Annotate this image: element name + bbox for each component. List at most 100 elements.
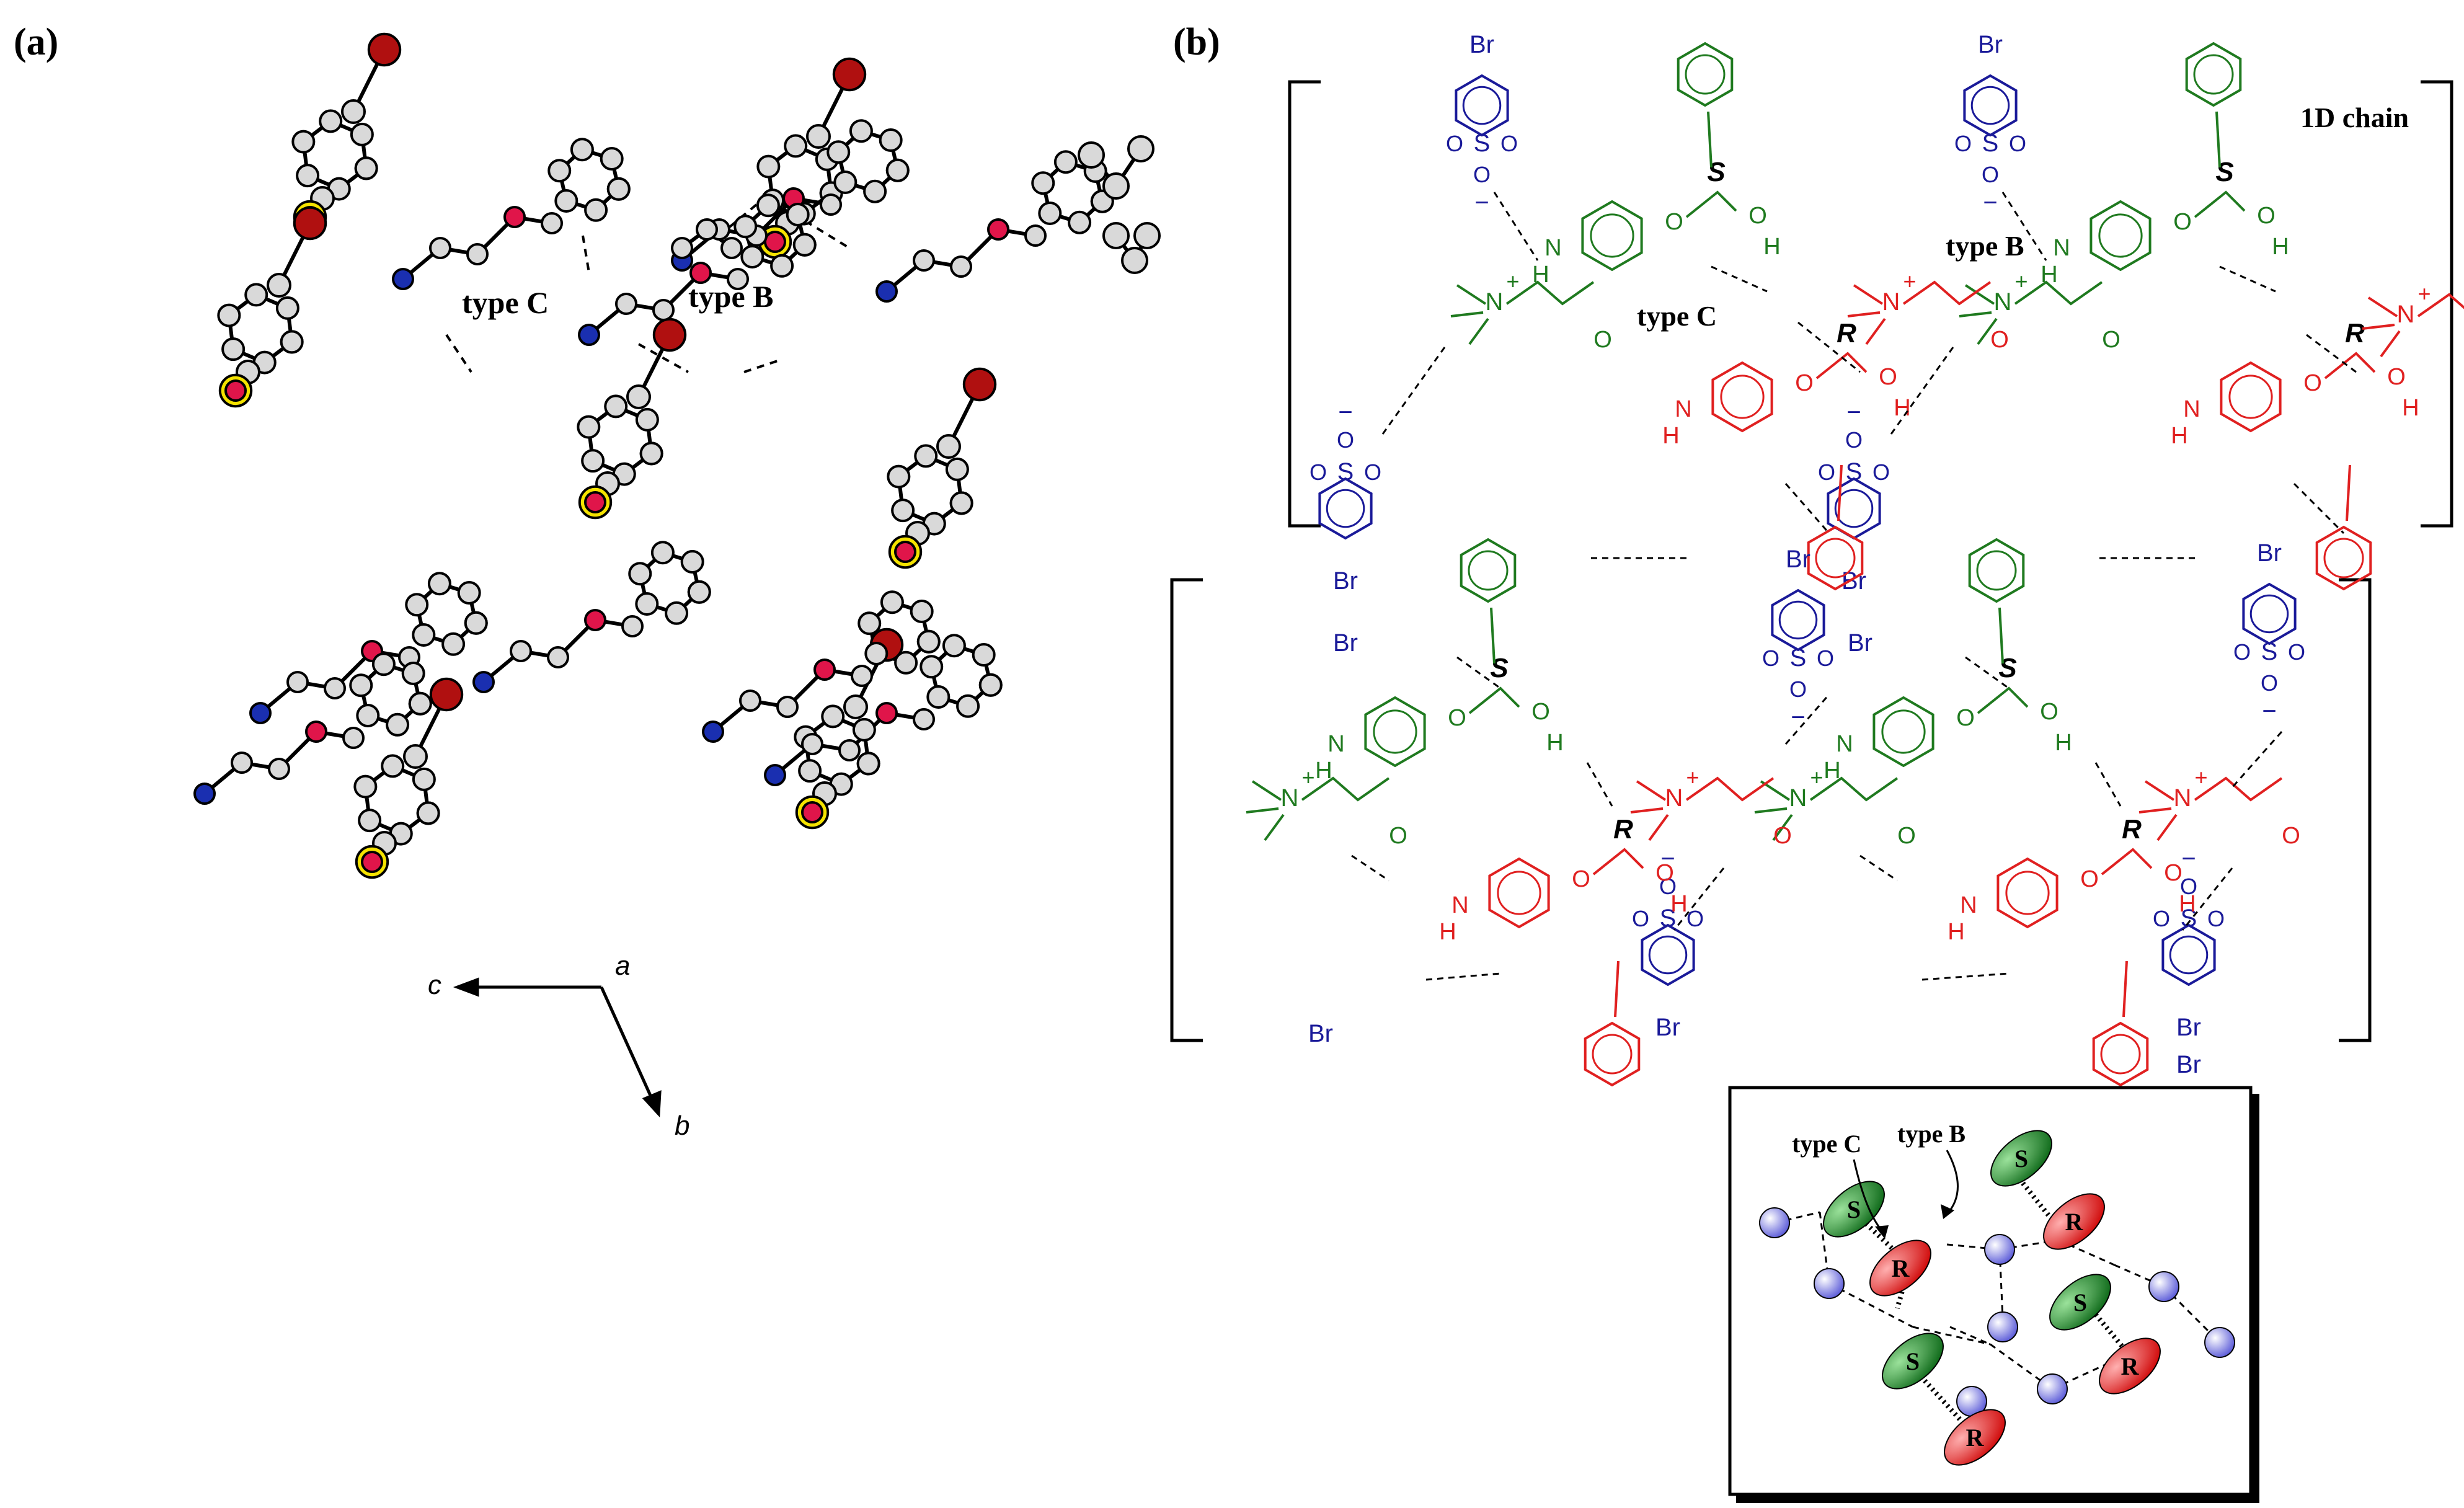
atom bbox=[910, 600, 934, 624]
bond bbox=[1450, 311, 1484, 317]
atom bbox=[635, 592, 659, 616]
atom-n: N bbox=[1836, 731, 1853, 757]
atom-h: H bbox=[1948, 919, 1964, 945]
atom bbox=[584, 609, 606, 631]
atom-n: N bbox=[2053, 235, 2070, 261]
inset-s-ellipse-label: S bbox=[1847, 1195, 1861, 1223]
bond bbox=[1490, 607, 1496, 664]
atom-o: O bbox=[2257, 203, 2276, 229]
atom bbox=[408, 691, 432, 716]
atom bbox=[972, 643, 996, 667]
atom-o: O bbox=[1954, 131, 1972, 156]
inset-r-ellipse-label: R bbox=[2121, 1352, 2140, 1380]
atom bbox=[942, 634, 966, 658]
atom bbox=[801, 801, 823, 823]
terminal-phenyl-ring bbox=[2185, 42, 2242, 107]
atom bbox=[1102, 222, 1130, 249]
atom-br: Br bbox=[1333, 567, 1358, 595]
anion-sphere bbox=[1759, 1207, 1790, 1238]
hbond bbox=[792, 213, 851, 249]
bond bbox=[2324, 352, 2376, 379]
bond bbox=[1959, 311, 1992, 317]
atom-n: N bbox=[2183, 396, 2200, 422]
atom bbox=[880, 590, 904, 614]
bond bbox=[1456, 284, 1487, 305]
atom bbox=[756, 193, 780, 218]
atom bbox=[293, 206, 327, 241]
atom-o: O bbox=[1897, 823, 1916, 849]
atom bbox=[510, 640, 532, 662]
atom bbox=[879, 128, 903, 153]
bond bbox=[2144, 780, 2175, 801]
panel-a: (a) type C type B c a b bbox=[14, 21, 1161, 1141]
atom bbox=[639, 441, 663, 466]
atom bbox=[367, 32, 402, 67]
bond bbox=[1847, 311, 1881, 317]
phenoxy-ring bbox=[1364, 696, 1426, 768]
atom bbox=[784, 134, 808, 158]
bond bbox=[1630, 807, 1664, 814]
atom-o: O bbox=[2387, 364, 2406, 390]
atom-n: N bbox=[1665, 784, 1683, 812]
scheme-type-b-label: type B bbox=[1946, 230, 2024, 262]
atom-o: O bbox=[2173, 209, 2192, 235]
hbond bbox=[1797, 321, 1861, 373]
atom bbox=[319, 109, 343, 133]
charge-plus: + bbox=[2014, 268, 2027, 294]
charge-plus: + bbox=[1810, 765, 1823, 790]
atom bbox=[371, 652, 396, 676]
crystal-type-c-label: type C bbox=[462, 285, 549, 320]
phenoxy-ring bbox=[1581, 200, 1643, 272]
phenoxy-ring-aromatic bbox=[2098, 213, 2143, 258]
atom bbox=[936, 434, 961, 459]
atom bbox=[626, 384, 651, 409]
bond bbox=[1251, 780, 1282, 801]
inset-s-ellipse-label: S bbox=[2073, 1288, 2087, 1316]
atom-br: Br bbox=[2176, 1051, 2201, 1078]
inset-type-c-arrowhead bbox=[1875, 1225, 1889, 1239]
hbond bbox=[1586, 762, 1613, 807]
atom bbox=[894, 650, 918, 675]
atom-s: S bbox=[1660, 905, 1677, 932]
anion-sphere bbox=[1987, 1311, 2018, 1342]
atom bbox=[275, 296, 299, 320]
atom bbox=[615, 293, 637, 315]
atom bbox=[856, 752, 880, 776]
atom-h: H bbox=[1763, 234, 1780, 260]
atom bbox=[891, 499, 915, 523]
bond bbox=[2014, 280, 2103, 306]
inset-stacking bbox=[2006, 1164, 2061, 1230]
atom bbox=[849, 119, 873, 143]
bromophenyl-ring-aromatic bbox=[2169, 935, 2209, 975]
atom-o: O bbox=[1748, 203, 1767, 229]
bond bbox=[1809, 776, 1899, 802]
terminal-phenyl-ring bbox=[1677, 42, 1734, 107]
atom-o: O bbox=[1364, 459, 1381, 485]
atom bbox=[1102, 172, 1130, 200]
atom bbox=[244, 283, 268, 307]
bond bbox=[1977, 686, 2029, 714]
atom bbox=[604, 394, 628, 419]
atom-h: H bbox=[1894, 395, 1910, 421]
atom-n: N bbox=[1281, 784, 1299, 812]
inset-r-ellipse bbox=[1944, 1409, 2006, 1466]
atom-n: N bbox=[2397, 301, 2415, 328]
atom bbox=[1024, 224, 1047, 247]
bond bbox=[2367, 296, 2398, 317]
inset-hbond bbox=[1946, 1243, 2000, 1251]
atom bbox=[267, 273, 291, 298]
atom bbox=[926, 685, 951, 709]
terminal-phenyl-ring bbox=[1460, 538, 1517, 603]
atom bbox=[949, 491, 973, 515]
anion-sphere bbox=[2204, 1327, 2235, 1358]
atom-o: O bbox=[1762, 645, 1779, 671]
bond bbox=[2101, 848, 2153, 876]
charge-minus: − bbox=[1474, 189, 1489, 216]
terminal-phenyl-ring-aromatic bbox=[1592, 1034, 1633, 1075]
phenoxy-ring-aromatic bbox=[1373, 709, 1417, 754]
charge-plus: + bbox=[1506, 268, 1519, 294]
atom bbox=[224, 379, 247, 402]
atom-br: Br bbox=[1308, 1020, 1333, 1047]
